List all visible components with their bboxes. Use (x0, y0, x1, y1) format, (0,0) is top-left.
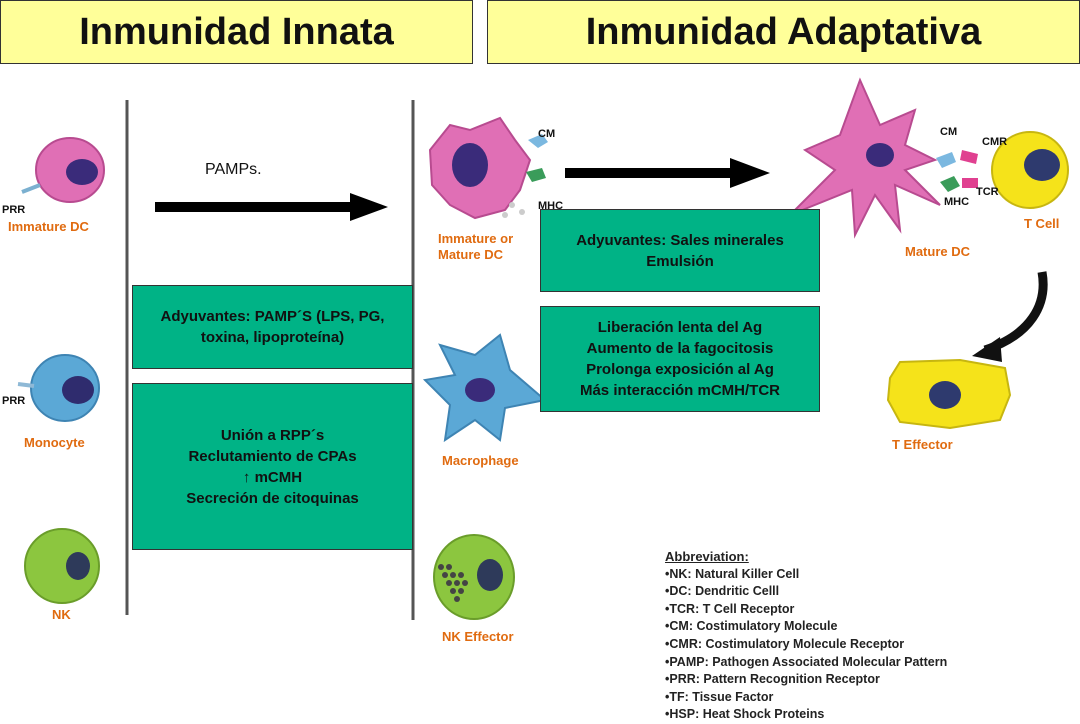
box-adyuvantes-pamps: Adyuvantes: PAMP´S (LPS, PG, toxina, lip… (132, 285, 413, 369)
box-line: Más interacción mCMH/TCR (579, 382, 781, 399)
box-line: Unión a RPP´s (220, 426, 325, 444)
nk-effector-label: NK Effector (442, 629, 514, 644)
curved-arrow (972, 271, 1048, 362)
header-adaptive: Inmunidad Adaptativa (487, 0, 1080, 64)
pamps-label: PAMPs. (205, 161, 262, 178)
prr-label-2: PRR (2, 395, 26, 407)
box-line: Secreción de citoquinas (186, 489, 359, 507)
monocyte-label: Monocyte (24, 435, 85, 450)
t-cell (991, 131, 1069, 209)
cmr-label: CMR (982, 136, 1008, 148)
abbreviation-list: Abbreviation: •NK: Natural Killer Cell •… (665, 548, 947, 724)
abbreviation-item: •PAMP: Pathogen Associated Molecular Pat… (665, 654, 948, 669)
box-line: Prolonga exposición al Ag (586, 361, 774, 378)
box-line: Reclutamiento de CPAs (188, 447, 357, 465)
abbreviation-item: •TCR: T Cell Receptor (665, 601, 795, 616)
up-arrow-icon: ↑ (242, 468, 255, 486)
prr-label-1: PRR (2, 204, 26, 216)
box-line-with-arrow: ↑ mCMH (243, 467, 302, 488)
t-cell-label: T Cell (1024, 216, 1060, 231)
abbreviation-item: •CMR: Costimulatory Molecule Receptor (665, 636, 905, 651)
abbreviation-item: •PRR: Pattern Recognition Receptor (665, 672, 880, 687)
abbreviation-title: Abbreviation: (665, 549, 749, 564)
mature-dc-cell (789, 77, 978, 239)
nk-effector-cell (433, 534, 515, 620)
box-line: Adyuvantes: Sales minerales (576, 231, 784, 249)
box-line: Aumento de la fagocitosis (586, 340, 774, 357)
box-line: toxina, lipoproteína) (200, 329, 345, 346)
nk-label: NK (52, 607, 71, 622)
nk-cell (24, 528, 100, 604)
t-effector-label: T Effector (892, 437, 953, 452)
pamps-arrow (155, 193, 388, 221)
tcr-label: TCR (976, 186, 999, 198)
immature-dc-cell (21, 137, 105, 203)
box-line: Emulsión (646, 252, 714, 270)
macrophage-label: Macrophage (442, 453, 519, 468)
abbreviation-item: •CM: Costimulatory Molecule (665, 619, 838, 634)
maturation-arrow (565, 158, 770, 188)
box-line-text: mCMH (254, 468, 303, 486)
cm-label-1: CM (538, 128, 556, 140)
macrophage-cell (422, 333, 548, 443)
immature-dc-label: Immature DC (8, 219, 89, 234)
box-liberacion: Liberación lenta del Ag Aumento de la fa… (540, 306, 820, 412)
abbreviation-item: •NK: Natural Killer Cell (665, 566, 800, 581)
header-innate: Inmunidad Innata (0, 0, 473, 64)
t-effector-cell (886, 358, 1012, 430)
abbreviation-item: •HSP: Heat Shock Proteins (665, 707, 825, 722)
box-sales: Adyuvantes: Sales minerales Emulsión (540, 209, 820, 292)
abbreviation-item: •DC: Dendritic Celll (665, 584, 780, 599)
box-line: Liberación lenta del Ag (597, 319, 763, 336)
immature-or-mature-dc-label: Immature or Mature DC (438, 231, 514, 262)
mature-dc-label: Mature DC (905, 244, 971, 259)
box-line: Adyuvantes: PAMP´S (LPS, PG, (160, 308, 385, 325)
box-union: Unión a RPP´s Reclutamiento de CPAs ↑ mC… (132, 383, 413, 550)
mhc-label-2: MHC (944, 196, 970, 208)
immature-or-mature-dc-cell (428, 116, 548, 220)
cm-label-2: CM (940, 126, 958, 138)
abbreviation-item: •TF: Tissue Factor (665, 689, 774, 704)
monocyte-cell (17, 354, 100, 422)
